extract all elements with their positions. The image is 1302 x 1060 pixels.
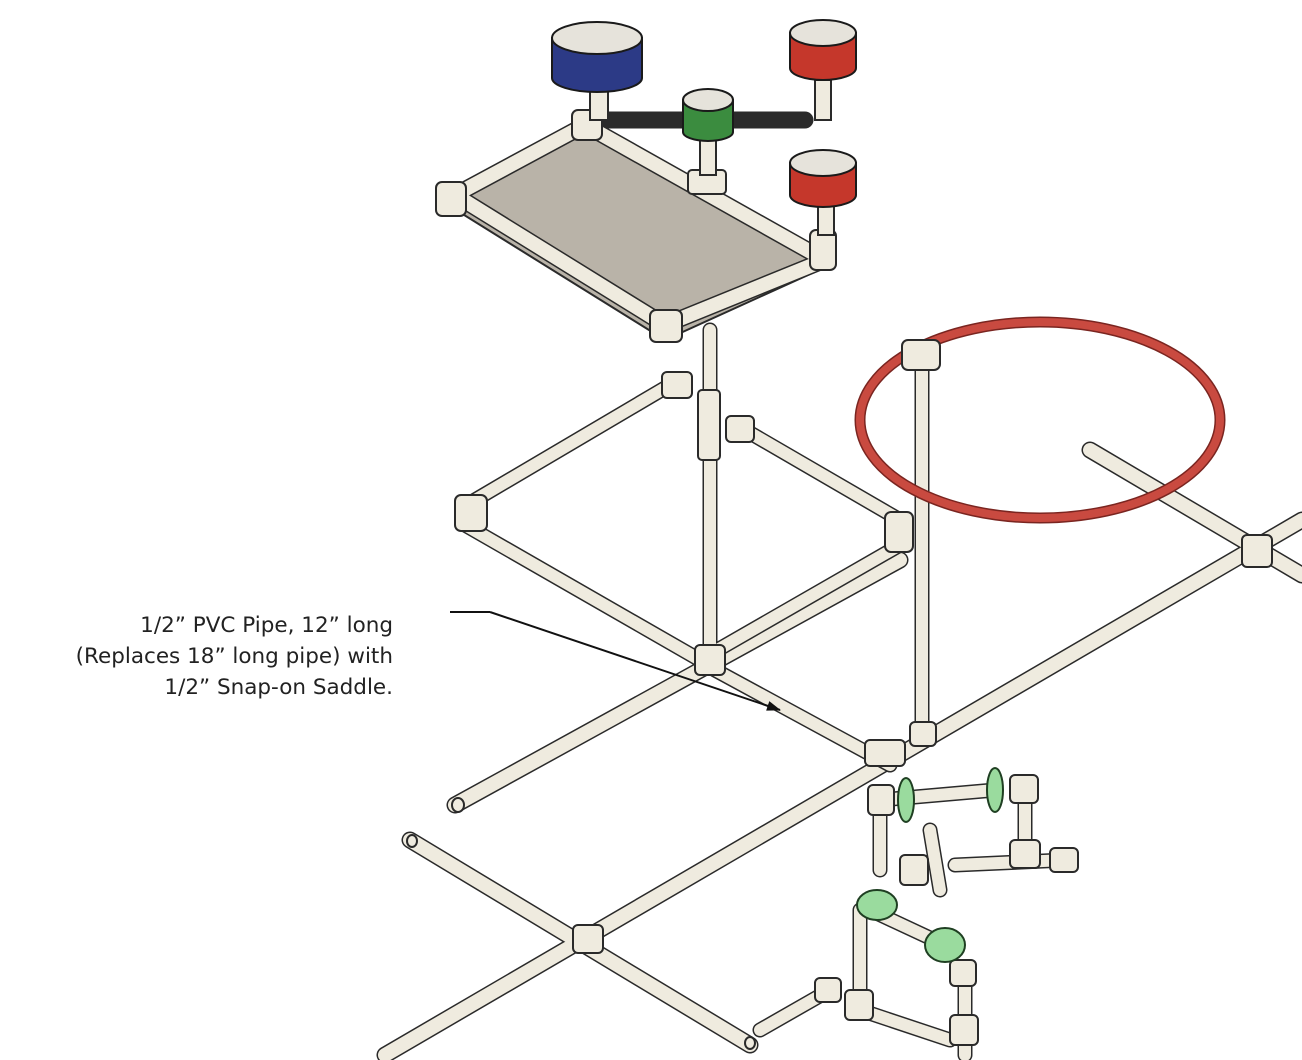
arrow-icon	[489, 611, 781, 711]
top-tray	[435, 109, 837, 343]
green-cup	[682, 88, 734, 176]
red-cup-top	[789, 19, 857, 121]
red-cup-right	[789, 149, 857, 236]
pipe-fittings	[406, 371, 1273, 1050]
callout-leader	[450, 611, 781, 711]
callout-line-3: 1/2” Snap-on Saddle.	[164, 675, 393, 700]
callout-line-1: 1/2” PVC Pipe, 12” long	[140, 613, 393, 638]
callout-label: 1/2” PVC Pipe, 12” long (Replaces 18” lo…	[0, 610, 393, 703]
blue-cup	[551, 21, 643, 121]
red-hoop	[854, 316, 1226, 524]
lower-assembly	[752, 767, 1079, 1060]
callout-line-2: (Replaces 18” long pipe) with	[75, 644, 393, 669]
bottom-pipes	[376, 441, 1302, 1060]
middle-frame-pipes	[457, 322, 930, 773]
